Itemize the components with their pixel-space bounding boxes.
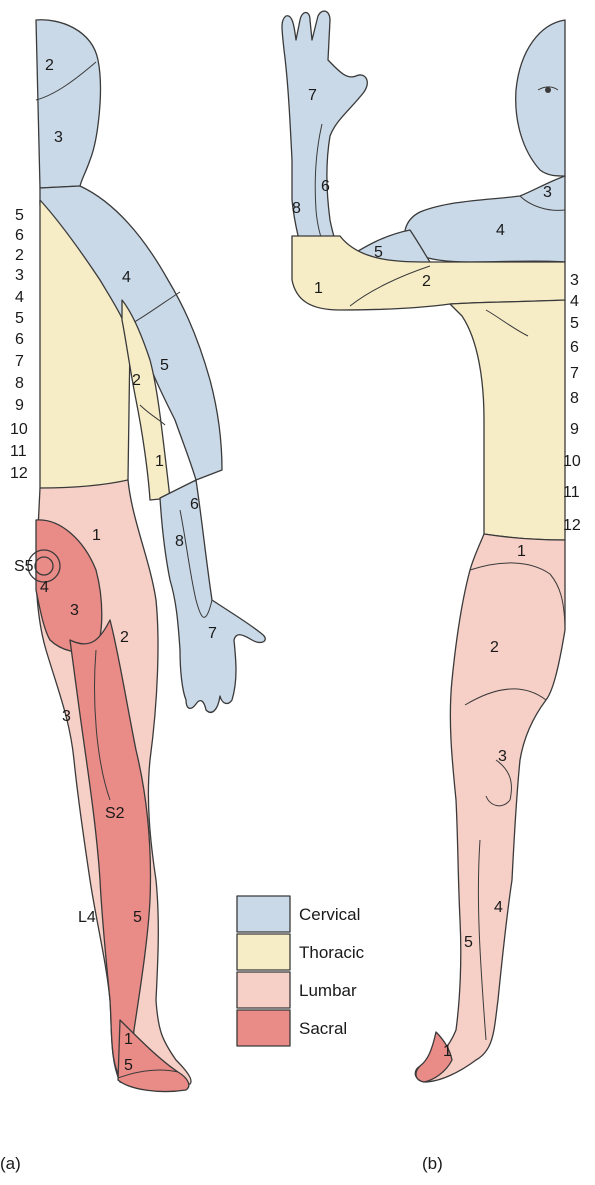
a-trunk-label: 8: [15, 375, 24, 392]
caption-a: (a): [0, 1154, 21, 1173]
a-trunk-label: 2: [15, 247, 24, 264]
a-head-label: 3: [54, 129, 63, 146]
caption-b: (b): [422, 1154, 443, 1173]
a-trunk-label: 4: [15, 289, 24, 306]
legend-swatch-sacral: [237, 1010, 290, 1046]
b-leg-label: 2: [490, 639, 499, 656]
a-leg-label: S2: [105, 805, 125, 822]
b-arm-upper: [282, 11, 367, 274]
a-hip-label: 2: [120, 629, 129, 646]
a-forearm-hand: [160, 480, 265, 712]
a-trunk-label: 3: [15, 267, 24, 284]
legend-swatch-thoracic: [237, 934, 290, 970]
legend-label-thoracic: Thoracic: [299, 943, 365, 962]
b-trunk-label: 11: [563, 484, 580, 501]
b-trunk-thoracic: [450, 300, 565, 540]
a-arm-label: 1: [155, 453, 164, 470]
b-trunk-label: 12: [563, 517, 581, 534]
b-abdomen-label: 1: [517, 543, 526, 560]
b-trunk-label: 5: [570, 315, 579, 332]
a-hip-label: 1: [92, 527, 101, 544]
a-shoulder-label: 4: [122, 269, 131, 286]
b-arm-label: 2: [422, 273, 431, 290]
a-leg-label: L4: [78, 909, 96, 926]
a-trunk-label: 12: [10, 465, 28, 482]
b-arm-label: 5: [374, 244, 383, 261]
a-leg-label: 3: [62, 708, 71, 725]
a-trunk-label: 11: [10, 443, 27, 460]
a-trunk-label: 5: [15, 207, 24, 224]
a-trunk-label: 6: [15, 331, 24, 348]
b-neck-label: 3: [543, 184, 552, 201]
b-trunk-label: 10: [563, 453, 581, 470]
b-trunk-label: 9: [570, 421, 579, 438]
b-leg-label: 1: [443, 1043, 452, 1060]
a-hip-label: 4: [40, 579, 49, 596]
b-trunk-label: 4: [570, 293, 579, 310]
a-trunk-label: 7: [15, 353, 24, 370]
legend-swatch-lumbar: [237, 972, 290, 1008]
a-leg-label: 5: [124, 1057, 133, 1074]
legend-swatch-cervical: [237, 896, 290, 932]
figure-a-posterior: [28, 20, 265, 1092]
a-leg-label: 1: [124, 1031, 133, 1048]
legend-label-sacral: Sacral: [299, 1019, 347, 1038]
b-hand-label: 6: [321, 178, 330, 195]
a-trunk-label: 9: [15, 397, 24, 414]
a-trunk-label: 6: [15, 227, 24, 244]
legend-label-cervical: Cervical: [299, 905, 360, 924]
b-head-region: [516, 20, 565, 176]
a-leg-label: 5: [133, 909, 142, 926]
a-arm-label: 5: [160, 357, 169, 374]
b-shoulder-label: 4: [496, 222, 505, 239]
a-head-region: [36, 20, 100, 188]
a-trunk-label: 5: [15, 310, 24, 327]
b-lumbar-region: [415, 534, 565, 1082]
a-trunk-label: 10: [10, 421, 28, 438]
b-leg-label: 3: [498, 748, 507, 765]
a-arm-label: 2: [132, 372, 141, 389]
a-head-label: 2: [45, 57, 54, 74]
b-trunk-label: 6: [570, 339, 579, 356]
a-arm-label: 8: [175, 533, 184, 550]
b-leg-label: 4: [494, 899, 503, 916]
a-hip-label: 3: [70, 602, 79, 619]
a-arm-label: 6: [190, 496, 199, 513]
b-trunk-label: 3: [570, 272, 579, 289]
b-trunk-label: 7: [570, 365, 579, 382]
b-hand-label: 7: [308, 87, 317, 104]
b-eye: [545, 87, 551, 93]
b-trunk-label: 8: [570, 390, 579, 407]
a-hip-label: S5: [14, 558, 34, 575]
a-arm-label: 7: [208, 625, 217, 642]
b-neck-shoulder: [405, 176, 565, 262]
b-leg-label: 5: [464, 934, 473, 951]
b-hand-label: 8: [292, 200, 301, 217]
b-arm-label: 1: [314, 280, 323, 297]
legend: Cervical Thoracic Lumbar Sacral: [237, 896, 365, 1046]
legend-label-lumbar: Lumbar: [299, 981, 357, 1000]
